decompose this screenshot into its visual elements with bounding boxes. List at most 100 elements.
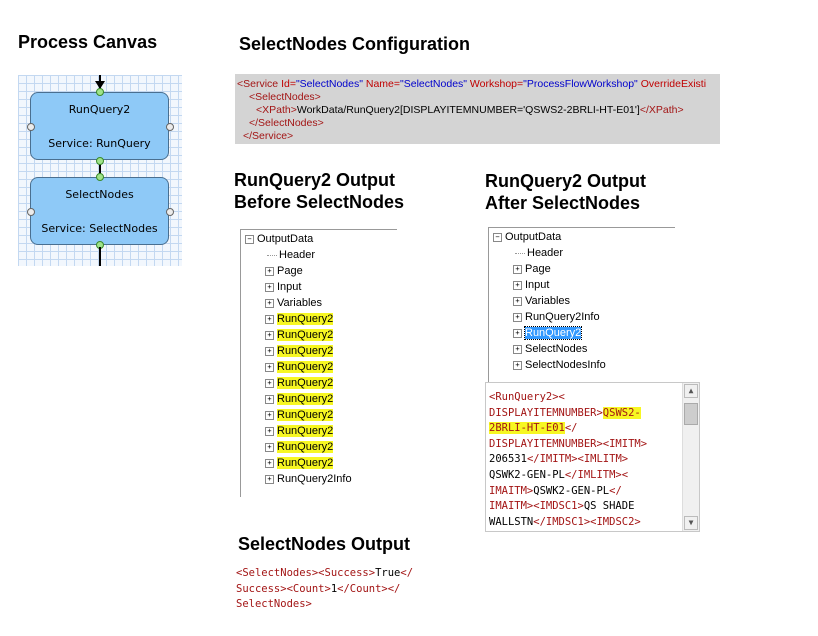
tree-label: SelectNodesInfo — [525, 359, 606, 371]
tree-label: Page — [525, 263, 551, 275]
xml-attr: Workshop= — [467, 78, 524, 90]
expand-icon[interactable]: + — [265, 458, 274, 468]
expand-icon[interactable]: + — [265, 474, 274, 484]
process-canvas[interactable]: RunQuery2 Service: RunQuery SelectNodes … — [18, 75, 182, 266]
tree-before-frame — [240, 229, 397, 497]
expand-icon[interactable]: + — [513, 360, 522, 370]
tree-label: RunQuery2 — [277, 441, 334, 453]
right-port[interactable] — [166, 208, 174, 216]
tree-item[interactable]: +RunQuery2 — [245, 391, 352, 407]
output-port[interactable] — [96, 157, 104, 165]
vertical-scrollbar[interactable]: ▲ ▼ — [682, 383, 699, 531]
collapse-icon[interactable]: − — [493, 232, 502, 242]
expand-icon[interactable]: + — [265, 362, 274, 372]
collapse-icon[interactable]: − — [245, 234, 254, 244]
tree-label: Variables — [525, 295, 571, 307]
tree-item[interactable]: +Variables — [245, 295, 352, 311]
tree-item[interactable]: +RunQuery2 — [245, 343, 352, 359]
tree-item[interactable]: Header — [493, 245, 606, 261]
tree-label: RunQuery2 — [277, 393, 334, 405]
before-heading: RunQuery2 Output Before SelectNodes — [234, 170, 405, 212]
tree-item[interactable]: +RunQuery2 — [245, 439, 352, 455]
tree-label: RunQuery2 — [277, 425, 334, 437]
tree-item[interactable]: +Page — [245, 263, 352, 279]
tree-item[interactable]: +Input — [493, 277, 606, 293]
expand-icon[interactable]: + — [265, 394, 274, 404]
expand-icon[interactable]: + — [265, 266, 274, 276]
tree-item[interactable]: +RunQuery2 — [245, 423, 352, 439]
xml-tag: </ — [609, 484, 622, 497]
tree-item[interactable]: +RunQuery2 — [245, 455, 352, 471]
expand-icon[interactable]: + — [513, 296, 522, 306]
tree-item[interactable]: +RunQuery2 — [245, 375, 352, 391]
expand-icon[interactable]: + — [265, 330, 274, 340]
tree-item-selected[interactable]: +RunQuery2 — [493, 325, 606, 341]
expand-icon[interactable]: + — [513, 328, 522, 338]
tree-item[interactable]: +Variables — [493, 293, 606, 309]
tree-label: SelectNodes — [525, 343, 588, 355]
expand-icon[interactable]: + — [265, 314, 274, 324]
expand-icon[interactable]: + — [265, 442, 274, 452]
xml-line: <XPath>WorkData/RunQuery2[DISPLAYITEMNUM… — [256, 104, 684, 117]
xml-tag: </IMLITM>< — [564, 468, 629, 481]
xml-text: True — [375, 567, 401, 579]
tree-root[interactable]: −OutputData — [493, 229, 606, 245]
expand-icon[interactable]: + — [265, 298, 274, 308]
node-runquery2[interactable]: RunQuery2 Service: RunQuery — [30, 92, 169, 160]
expand-icon[interactable]: + — [265, 410, 274, 420]
left-port[interactable] — [27, 208, 35, 216]
tree-item[interactable]: +RunQuery2 — [245, 311, 352, 327]
tree-label: RunQuery2 — [277, 409, 334, 421]
left-port[interactable] — [27, 123, 35, 131]
node-name: RunQuery2 — [68, 103, 131, 116]
arrow-down-icon — [95, 81, 105, 89]
node-name: SelectNodes — [65, 188, 134, 201]
expand-icon[interactable]: + — [265, 282, 274, 292]
tree-label: RunQuery2 — [277, 313, 334, 325]
xml-text: WorkData/RunQuery2[DISPLAYITEMNUMBER='QS… — [296, 104, 640, 116]
input-port[interactable] — [96, 88, 104, 96]
expand-icon[interactable]: + — [265, 426, 274, 436]
expand-icon[interactable]: + — [513, 264, 522, 274]
tree-item[interactable]: +RunQuery2Info — [493, 309, 606, 325]
tree-item[interactable]: +Input — [245, 279, 352, 295]
tree-item[interactable]: +SelectNodes — [493, 341, 606, 357]
selectnodes-config-heading: SelectNodes Configuration — [239, 34, 471, 54]
scroll-up-icon[interactable]: ▲ — [684, 384, 698, 398]
expand-icon[interactable]: + — [265, 378, 274, 388]
tree-label: Input — [277, 281, 302, 293]
runquery2-xml-viewer[interactable]: <RunQuery2>< DISPLAYITEMNUMBER>QSWS2- 2B… — [485, 382, 700, 532]
xml-value: "SelectNodes" — [400, 78, 468, 90]
node-service: Service: SelectNodes — [41, 222, 158, 235]
selectnodes-output-heading: SelectNodes Output — [238, 534, 411, 554]
selectnodes-output-xml: <SelectNodes><Success>True</ Success><Co… — [236, 566, 441, 612]
xml-line: </Service> — [243, 130, 294, 142]
scroll-thumb[interactable] — [684, 403, 698, 425]
tree-label: Header — [527, 247, 564, 259]
node-connector — [99, 161, 101, 178]
node-selectnodes[interactable]: SelectNodes Service: SelectNodes — [30, 177, 169, 245]
tree-item[interactable]: +SelectNodesInfo — [493, 357, 606, 373]
input-port[interactable] — [96, 173, 104, 181]
tree-item[interactable]: +RunQuery2 — [245, 407, 352, 423]
scroll-down-icon[interactable]: ▼ — [684, 516, 698, 530]
tree-item[interactable]: +Page — [493, 261, 606, 277]
xml-tag: </IMITM><IMLITM> — [526, 453, 629, 466]
tree-item[interactable]: +RunQuery2Info — [245, 471, 352, 487]
xml-content: <RunQuery2>< DISPLAYITEMNUMBER>QSWS2- 2B… — [489, 390, 679, 530]
xml-highlight: QSWS2- — [602, 406, 641, 419]
xml-tag: </ — [564, 422, 578, 435]
expand-icon[interactable]: + — [513, 312, 522, 322]
tree-line — [267, 254, 277, 256]
tree-before: −OutputData Header +Page +Input +Variabl… — [245, 231, 352, 487]
tree-item[interactable]: +RunQuery2 — [245, 327, 352, 343]
right-port[interactable] — [166, 123, 174, 131]
expand-icon[interactable]: + — [513, 344, 522, 354]
tree-label: Page — [277, 265, 303, 277]
expand-icon[interactable]: + — [513, 280, 522, 290]
tree-label: OutputData — [505, 231, 562, 243]
tree-item[interactable]: Header — [245, 247, 352, 263]
tree-item[interactable]: +RunQuery2 — [245, 359, 352, 375]
expand-icon[interactable]: + — [265, 346, 274, 356]
tree-root[interactable]: −OutputData — [245, 231, 352, 247]
